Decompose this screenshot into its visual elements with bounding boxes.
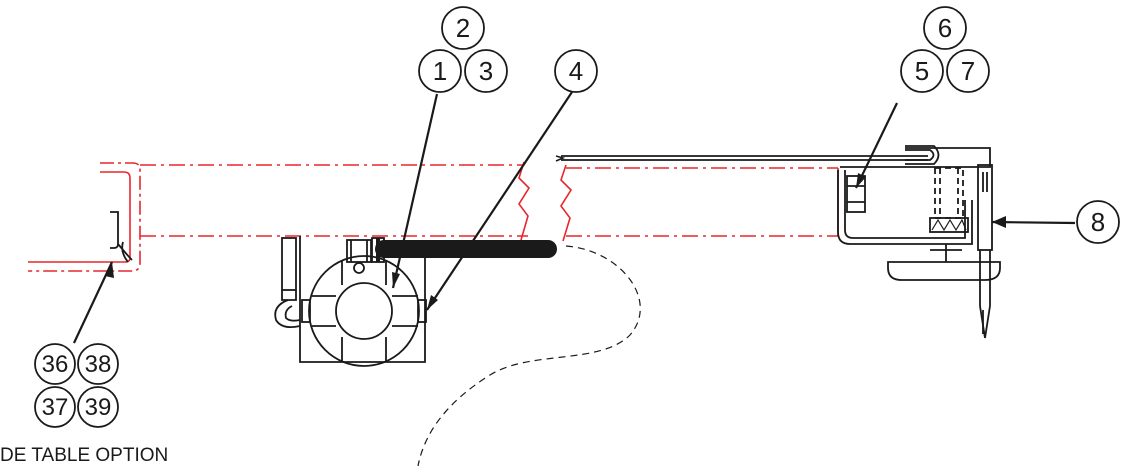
callout-38: 38 xyxy=(85,351,112,378)
leader-5 xyxy=(855,102,898,189)
arrowhead-4 xyxy=(427,295,438,310)
swing-path-dashed xyxy=(417,245,641,466)
callout-4: 4 xyxy=(569,56,583,86)
arrowhead-1 xyxy=(392,272,400,288)
callout-5: 5 xyxy=(915,56,929,86)
arrowhead-5 xyxy=(856,173,866,188)
callout-2: 2 xyxy=(456,13,470,43)
callout-1: 1 xyxy=(433,56,447,86)
callout-3: 3 xyxy=(479,56,493,86)
callout-39: 39 xyxy=(85,394,112,421)
callout-group-4: 4 xyxy=(554,49,598,93)
right-bracket-assembly xyxy=(837,145,1001,339)
callout-8: 8 xyxy=(1091,207,1105,237)
callout-group-8: 8 xyxy=(1076,200,1120,244)
callout-group-1-2-3: 2 1 3 xyxy=(418,6,508,93)
caption-side-table-option: DE TABLE OPTION xyxy=(0,445,168,466)
callout-group-5-6-7: 6 5 7 xyxy=(900,6,990,93)
callout-6: 6 xyxy=(938,13,952,43)
long-rod xyxy=(555,155,928,162)
callout-36: 36 xyxy=(42,351,69,378)
callout-7: 7 xyxy=(961,56,975,86)
arrowhead-36 xyxy=(105,262,114,278)
leader-4 xyxy=(426,91,573,311)
leader-1 xyxy=(391,93,439,289)
callout-37: 37 xyxy=(42,394,69,421)
central-clamp-assembly xyxy=(274,236,427,367)
side-table-clip xyxy=(110,211,133,263)
callout-group-36-39: 36 38 37 39 xyxy=(34,343,119,428)
arrowhead-8 xyxy=(992,216,1006,228)
